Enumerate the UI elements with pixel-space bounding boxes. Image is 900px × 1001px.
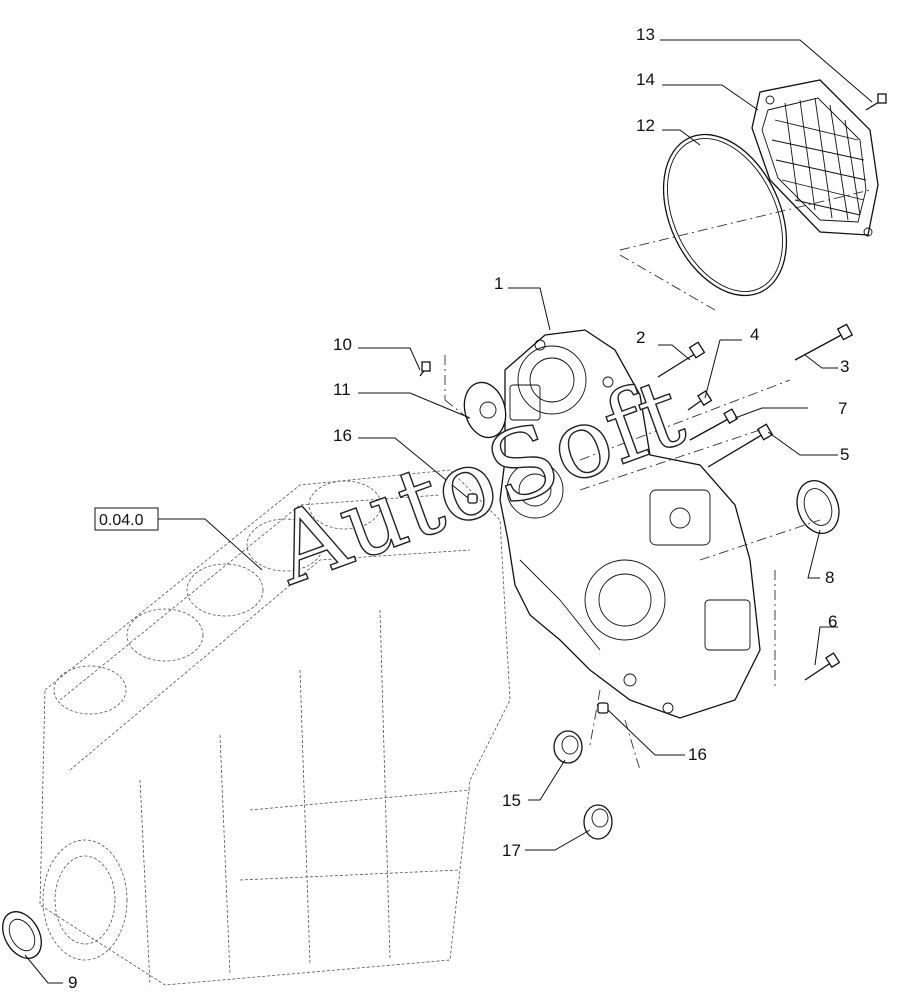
seal-ring-9 [2, 911, 42, 959]
callout-4: 4 [750, 325, 759, 344]
callout-11: 11 [333, 380, 351, 399]
seal-ring-8 [796, 480, 840, 534]
callout-16-upper: 16 [333, 426, 352, 445]
assembly-axes [444, 189, 871, 771]
callout-1: 1 [494, 274, 503, 293]
bolt-2 [657, 341, 706, 378]
callout-17: 17 [502, 841, 521, 860]
bolt-7 [689, 408, 739, 441]
bolt-5 [707, 423, 774, 468]
callout-16-lower: 16 [688, 745, 707, 764]
leader-lines [24, 39, 873, 984]
o-ring-seal [662, 133, 788, 297]
callout-15: 15 [502, 791, 521, 810]
callout-2: 2 [636, 328, 645, 347]
callout-5: 5 [840, 445, 849, 464]
callout-labels: 13 14 12 1 2 4 3 7 5 8 6 10 11 16 16 15 … [68, 25, 849, 992]
pin-16-upper [467, 493, 478, 504]
inspection-cover [751, 79, 879, 237]
reference-box: 0.04.0 [94, 507, 159, 531]
callout-3: 3 [840, 357, 849, 376]
flange-11 [463, 381, 507, 439]
callout-14: 14 [636, 70, 655, 89]
bolt-3 [794, 323, 854, 361]
bolt-10 [419, 361, 431, 377]
engine-block-outline [39, 469, 511, 986]
callout-13: 13 [636, 25, 655, 44]
callout-9: 9 [68, 973, 77, 992]
bolt-6 [804, 652, 841, 681]
bolt-4 [687, 390, 713, 411]
pin-16-lower [597, 702, 609, 714]
callout-6: 6 [828, 612, 837, 631]
callout-10: 10 [333, 335, 352, 354]
plug-17 [583, 804, 613, 840]
reference-label: 0.04.0 [99, 512, 144, 529]
callout-12: 12 [636, 116, 655, 135]
callout-8: 8 [825, 568, 834, 587]
callout-7: 7 [838, 399, 847, 418]
timing-housing [499, 329, 761, 719]
bolt-13 [865, 93, 887, 111]
plug-15 [553, 730, 583, 764]
